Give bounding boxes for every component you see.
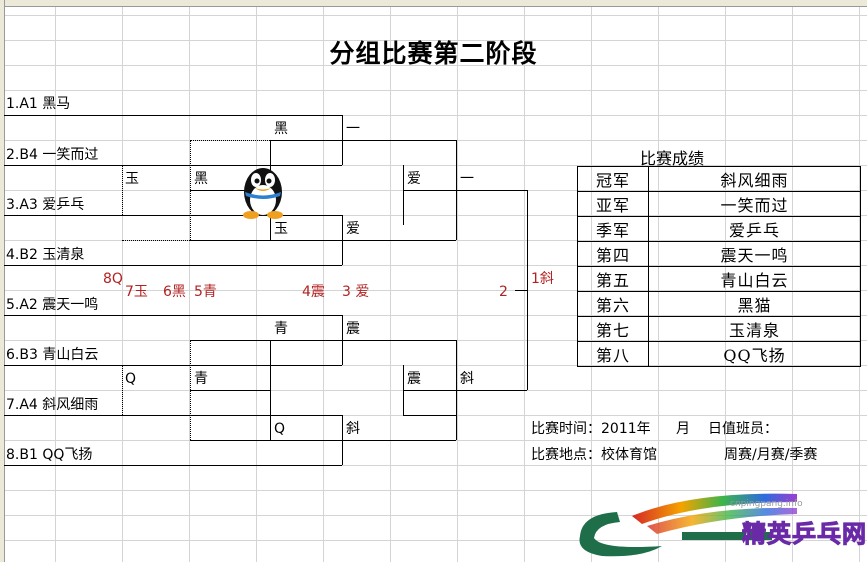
results-rank[interactable]: 第四 xyxy=(577,241,649,267)
results-player-name[interactable]: 爱乒乓 xyxy=(648,216,861,242)
player-5[interactable]: 5.A2 震天一鸣 xyxy=(6,297,99,313)
page-title: 分组比赛第二阶段 xyxy=(329,39,538,68)
bracket-label-r2-q[interactable]: Q xyxy=(125,371,137,387)
bracket-label-r1-qing[interactable]: 青 xyxy=(274,321,288,337)
bracket-label-r1-yi[interactable]: 一 xyxy=(346,121,360,137)
placing-8[interactable]: 8Q xyxy=(103,271,123,287)
bracket-label-r1-xie[interactable]: 斜 xyxy=(346,421,360,437)
column-header-strip xyxy=(0,0,867,7)
placing-3[interactable]: 3 爱 xyxy=(342,284,370,300)
bracket-label-r1-zhen[interactable]: 震 xyxy=(346,321,360,337)
player-8[interactable]: 8.B1 QQ飞扬 xyxy=(6,447,93,463)
results-player-name[interactable]: 黑猫 xyxy=(648,291,861,317)
placing-7[interactable]: 7玉 xyxy=(125,284,148,300)
placing-4[interactable]: 4震 xyxy=(302,284,325,300)
results-row: 季军爱乒乓 xyxy=(577,216,861,242)
penguin-icon[interactable] xyxy=(236,162,290,224)
results-player-name[interactable]: 斜风细雨 xyxy=(648,166,861,192)
results-caption: 比赛成绩 xyxy=(640,149,705,168)
placing-1[interactable]: 1斜 xyxy=(531,271,554,287)
match-type-label[interactable]: 周赛/月赛/季赛 xyxy=(724,447,818,463)
results-row: 第四震天一鸣 xyxy=(577,241,861,267)
results-rank[interactable]: 第八 xyxy=(577,341,649,367)
bracket-label-r2-zhen[interactable]: 震 xyxy=(407,371,421,387)
player-4[interactable]: 4.B2 玉清泉 xyxy=(6,247,85,263)
results-rank[interactable]: 第五 xyxy=(577,266,649,292)
player-2[interactable]: 2.B4 一笑而过 xyxy=(6,147,99,163)
bracket-label-r1-yu[interactable]: 玉 xyxy=(274,221,288,237)
results-player-name[interactable]: 震天一鸣 xyxy=(648,241,861,267)
results-player-name[interactable]: 一笑而过 xyxy=(648,191,861,217)
results-row: 第七玉清泉 xyxy=(577,316,861,342)
bracket-label-r1-ai[interactable]: 爱 xyxy=(346,221,360,237)
player-7[interactable]: 7.A4 斜风细雨 xyxy=(6,397,99,413)
bracket-label-r2-qing[interactable]: 青 xyxy=(194,371,208,387)
bracket-label-r2-yu[interactable]: 玉 xyxy=(125,171,139,187)
results-rank[interactable]: 季军 xyxy=(577,216,649,242)
bracket-label-r2-xie[interactable]: 斜 xyxy=(460,371,474,387)
logo-url: cnpingpang.info xyxy=(730,499,803,509)
bracket-label-r2-yi[interactable]: 一 xyxy=(460,171,474,187)
results-rank[interactable]: 冠军 xyxy=(577,166,649,192)
site-logo-icon xyxy=(572,486,862,566)
results-rank[interactable]: 第六 xyxy=(577,291,649,317)
results-player-name[interactable]: 玉清泉 xyxy=(648,316,861,342)
player-3[interactable]: 3.A3 爱乒乓 xyxy=(6,197,85,213)
match-time-label[interactable]: 比赛时间：2011年 xyxy=(531,421,651,437)
duty-officer-label[interactable]: 日值班员： xyxy=(708,421,778,437)
placing-6[interactable]: 6黑 xyxy=(163,284,186,300)
match-month-label[interactable]: 月 xyxy=(676,421,690,437)
results-row: 第五青山白云 xyxy=(577,266,861,292)
results-row: 亚军一笑而过 xyxy=(577,191,861,217)
results-rank[interactable]: 第七 xyxy=(577,316,649,342)
results-table: 冠军斜风细雨亚军一笑而过季军爱乒乓第四震天一鸣第五青山白云第六黑猫第七玉清泉第八… xyxy=(577,166,861,367)
bracket-label-r2-ai[interactable]: 爱 xyxy=(407,171,421,187)
results-rank[interactable]: 亚军 xyxy=(577,191,649,217)
results-player-name[interactable]: 青山白云 xyxy=(648,266,861,292)
player-1[interactable]: 1.A1 黑马 xyxy=(6,96,71,112)
player-6[interactable]: 6.B3 青山白云 xyxy=(6,347,99,363)
results-player-name[interactable]: QQ飞扬 xyxy=(648,341,861,367)
bracket-label-r2-hei[interactable]: 黑 xyxy=(194,171,208,187)
bracket-label-r1-q[interactable]: Q xyxy=(274,421,286,437)
placing-5[interactable]: 5青 xyxy=(194,284,217,300)
row-header-strip xyxy=(0,0,5,562)
placing-2[interactable]: 2 xyxy=(499,284,508,300)
logo-text: 精英乒乓网 xyxy=(742,520,867,549)
results-row: 冠军斜风细雨 xyxy=(577,166,861,192)
bracket-label-r1-hei[interactable]: 黑 xyxy=(274,121,288,137)
match-place-label[interactable]: 比赛地点：校体育馆 xyxy=(531,447,657,463)
results-row: 第六黑猫 xyxy=(577,291,861,317)
